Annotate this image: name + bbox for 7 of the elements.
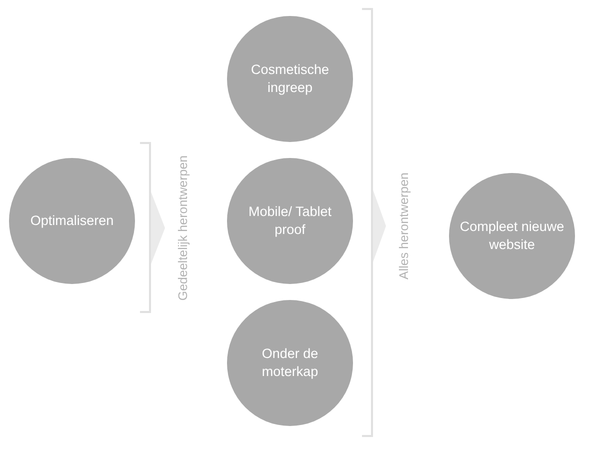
node-text: Optimaliseren <box>29 212 115 230</box>
vertical-label: Gedeeltelijk herontwerpen <box>176 155 190 301</box>
node-text: Compleet nieuwe website <box>458 218 566 254</box>
vertical-label: Alles herontwerpen <box>397 172 411 280</box>
node-text: Mobile/ Tablet proof <box>247 203 333 239</box>
node-text: Onder de moterkap <box>260 345 320 381</box>
node-text: Cosmetische ingreep <box>250 61 330 97</box>
